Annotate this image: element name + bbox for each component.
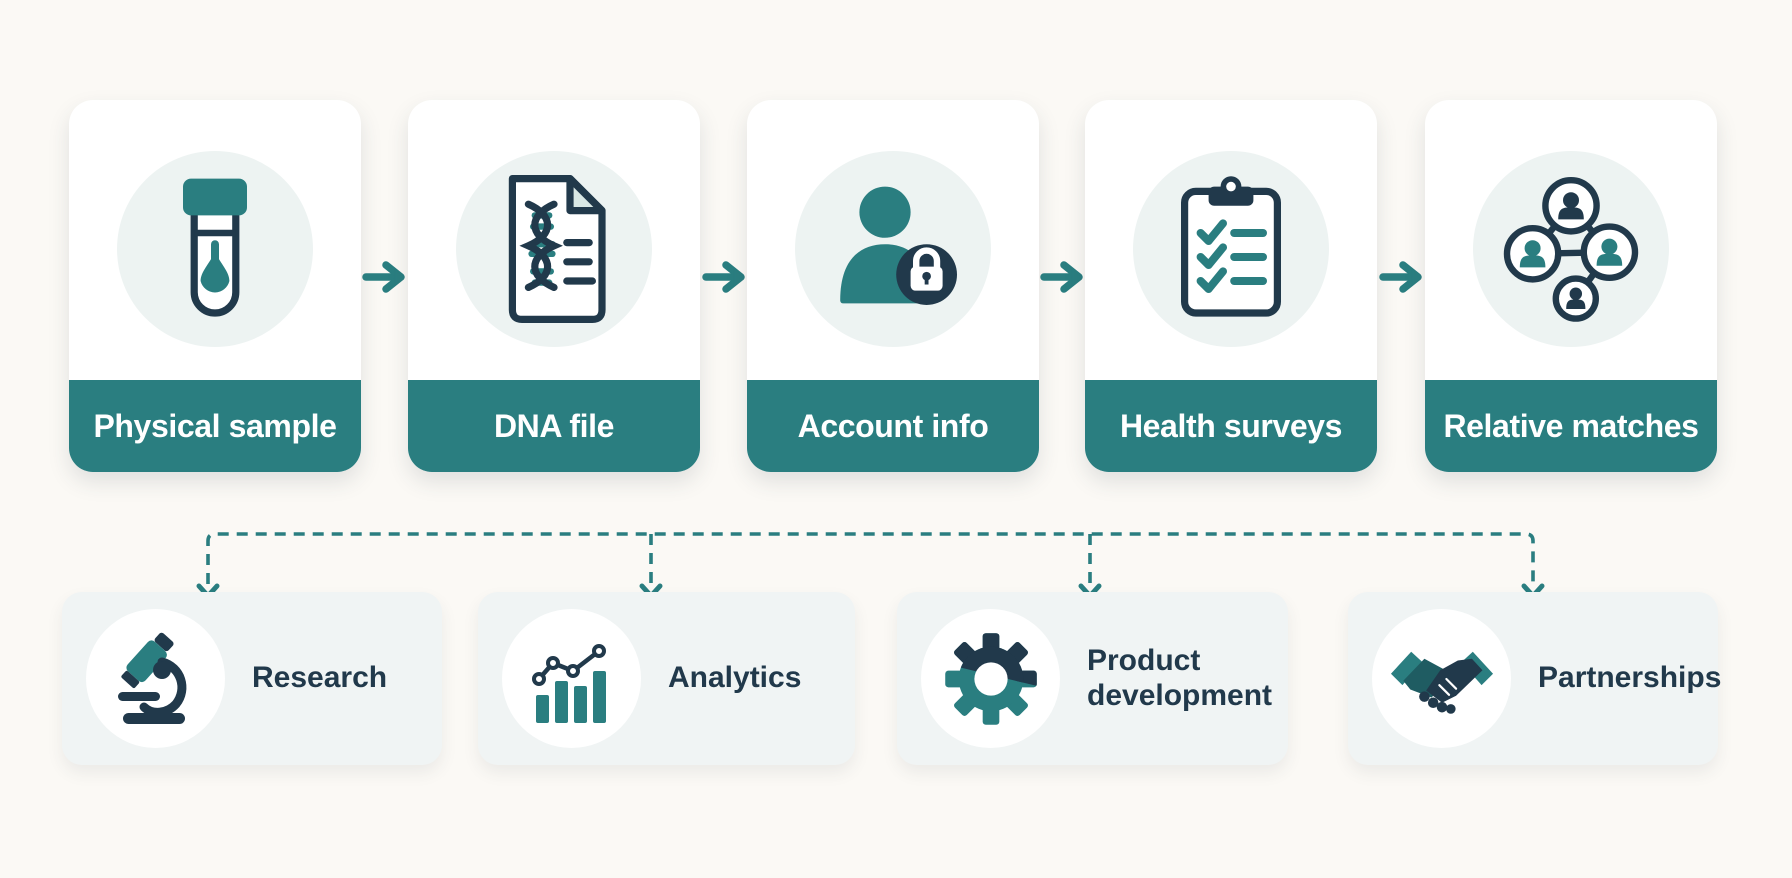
icon-halo [1133,151,1329,347]
use-label: Research [252,661,388,695]
icon-circle [921,609,1060,748]
step-label-bar: Health surveys [1085,380,1377,472]
step-icon-area [747,100,1039,380]
step-icon-area [1425,100,1717,380]
checklist-icon [1181,176,1281,317]
step-label: Account info [797,407,989,444]
flow-arrow-icon [362,261,405,293]
use-tile-analytics: Analytics [478,592,855,765]
step-label: Relative matches [1443,407,1699,444]
step-card-health-surveys: Health surveys [1085,100,1377,472]
use-tile-product-development: Product development [897,592,1288,765]
flow-arrow-icon [1379,261,1422,293]
icon-halo [456,151,652,347]
step-label-bar: Physical sample [69,380,361,472]
family-network-icon [1503,177,1639,322]
user-lock-icon [840,186,957,305]
flow-arrow-icon [1040,261,1083,293]
use-tile-research: Research [62,592,442,765]
step-card-relative-matches: Relative matches [1425,100,1717,472]
use-tile-partnerships: Partnerships [1348,592,1722,765]
use-label: Partnerships [1538,661,1722,695]
icon-halo [1473,151,1669,347]
step-icon-area [408,100,700,380]
gear-icon [944,632,1037,725]
flow-arrow-icon [702,261,745,293]
step-label: Physical sample [93,407,337,444]
step-icon-area [69,100,361,380]
step-label: DNA file [493,407,615,444]
bar-chart-icon [531,643,606,723]
icon-circle [502,609,641,748]
step-card-physical-sample: Physical sample [69,100,361,472]
step-label-bar: DNA file [408,380,700,472]
icon-halo [795,151,991,347]
icon-circle [86,609,225,748]
step-label-bar: Relative matches [1425,380,1717,472]
step-label: Health surveys [1119,407,1343,444]
step-card-account-info: Account info [747,100,1039,472]
handshake-icon [1390,651,1493,714]
step-label-bar: Account info [747,380,1039,472]
step-card-dna-file: DNA file [408,100,700,472]
icon-circle [1372,609,1511,748]
microscope-icon [117,632,186,724]
test-tube-icon [183,178,247,317]
dna-document-icon [508,175,606,323]
icon-halo [117,151,313,347]
use-label: Analytics [668,661,802,695]
step-icon-area [1085,100,1377,380]
use-label: Product development [1087,644,1273,712]
